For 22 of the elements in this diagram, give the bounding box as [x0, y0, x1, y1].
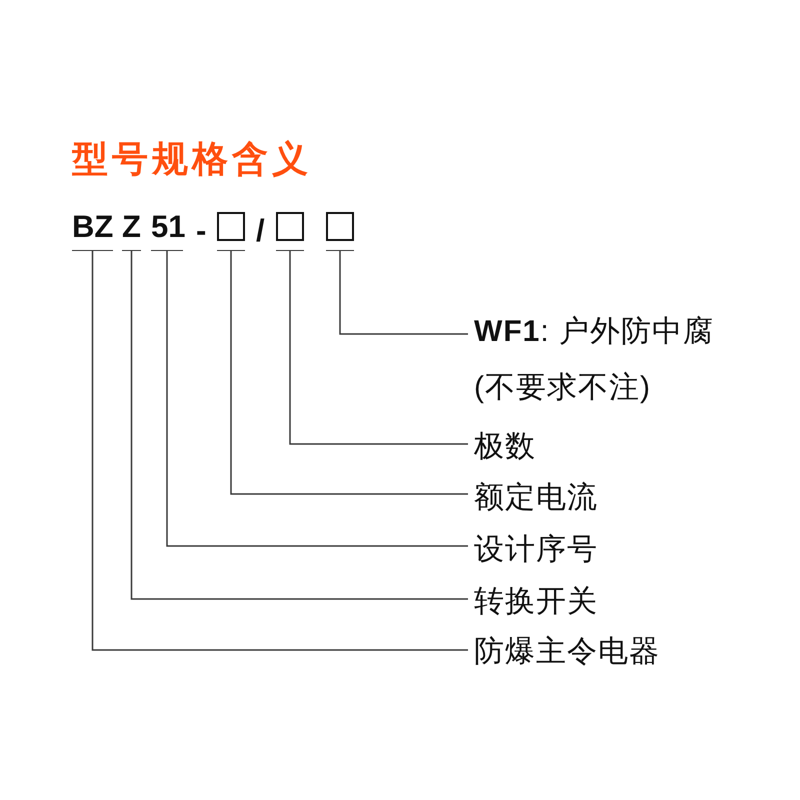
- note-text: (不要求不注): [474, 370, 651, 406]
- meaning-label: 额定电流: [474, 480, 598, 516]
- code-separator: /: [256, 215, 265, 246]
- leader-line: [92, 251, 468, 651]
- meaning-label: 防爆主令电器: [474, 634, 660, 670]
- leader-line: [230, 251, 468, 495]
- code-segment: 51: [151, 211, 183, 251]
- meaning-label: 设计序号: [474, 532, 598, 568]
- leader-line: [130, 251, 468, 600]
- leader-line: [166, 251, 468, 547]
- code-segment: BZ: [72, 211, 113, 251]
- meaning-label: 极数: [474, 429, 536, 465]
- meaning-label: 转换开关: [474, 584, 598, 620]
- code-segment: [217, 211, 245, 251]
- code-separator: -: [196, 215, 206, 246]
- code-segment: [326, 211, 354, 251]
- meaning-label: WF1: 户外防中腐: [474, 314, 714, 350]
- heading: 型号规格含义: [72, 138, 312, 180]
- leader-line: [289, 251, 468, 445]
- code-segment: [276, 211, 304, 251]
- code-segment: Z: [122, 211, 141, 251]
- leader-line: [339, 251, 468, 335]
